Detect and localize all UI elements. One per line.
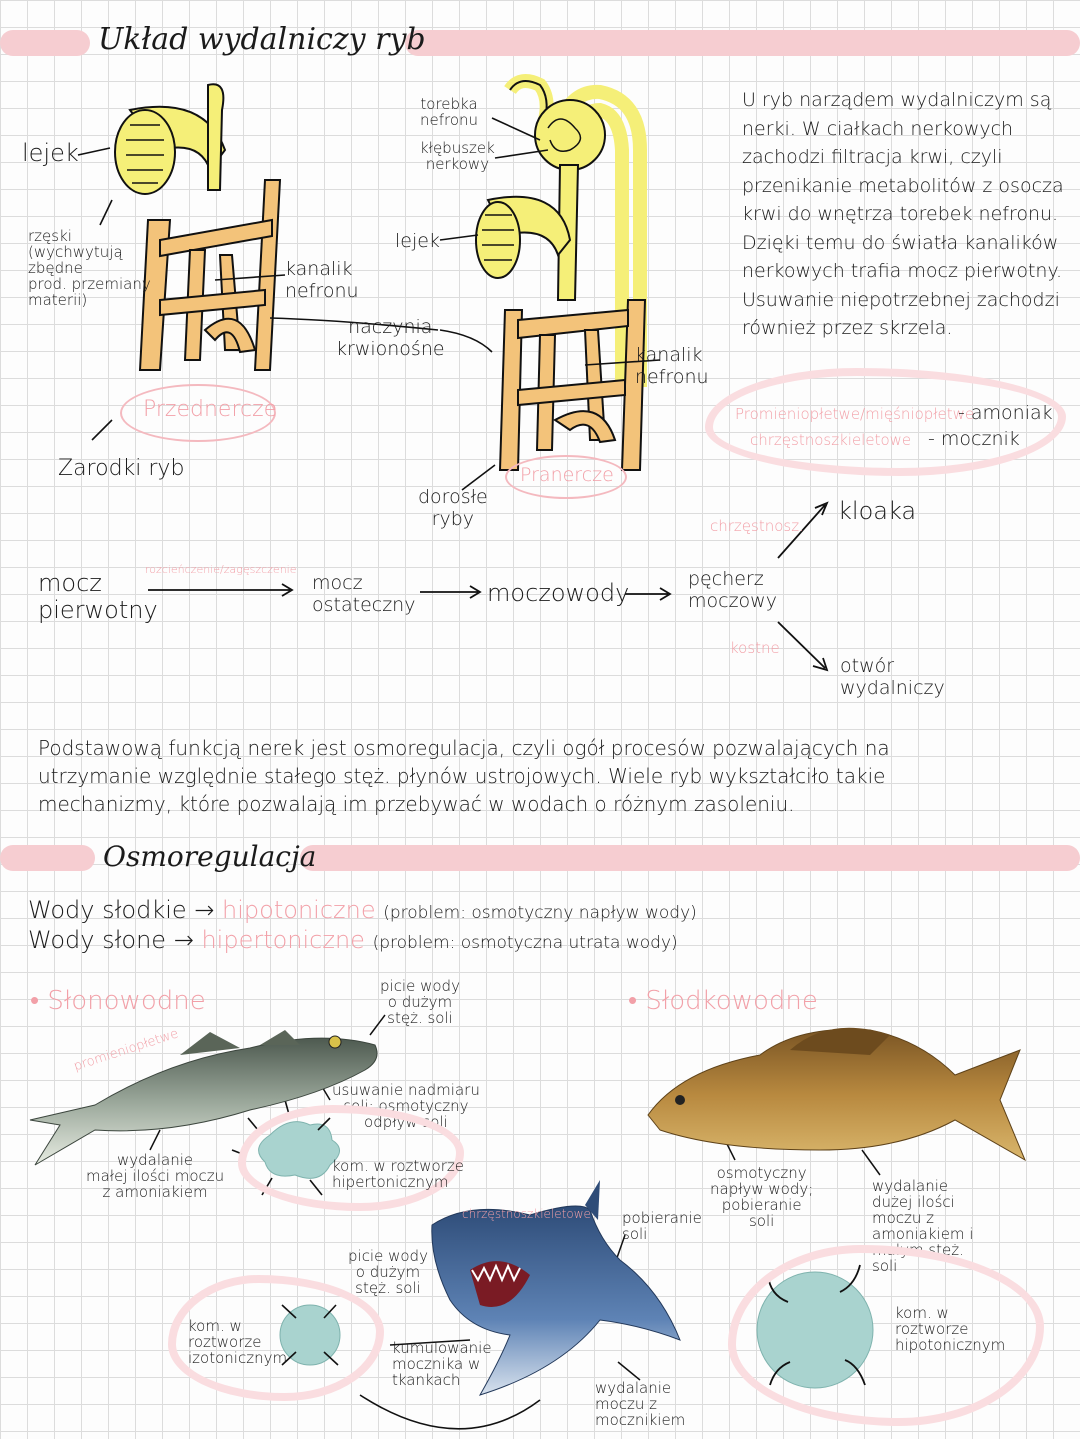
osmo-band-right: [300, 845, 1080, 871]
tube-left: [207, 83, 225, 191]
freshwater-kom: kom. w roztworze hipotonicznym: [895, 1304, 1006, 1354]
shark-chrzestno-tag: chrzęstnoszkieletowe: [462, 1207, 591, 1221]
flow-chrzestnosz: chrzęstnosz.: [710, 517, 804, 535]
salt-problem: (problem: osmotyczna utrata wody): [372, 933, 678, 953]
saltwater-picie: picie wody o dużym stęż. soli: [380, 977, 460, 1027]
salt-type: hipertoniczne: [201, 926, 365, 954]
saltwater-wydalanie: wydalanie małej ilości moczu z amoniakie…: [86, 1151, 225, 1201]
label-kanalik-right: kanalik nefronu: [635, 344, 709, 388]
label-lejek-right: lejek: [395, 230, 440, 252]
label-promieniopletwe: Promieniopłetwe/mięśniopłetwe: [735, 405, 975, 423]
saltwater-cell-cloud: [238, 1105, 464, 1211]
sweet-problem: (problem: osmotyczny napływ wody): [383, 903, 697, 923]
salt-arrow: →: [173, 926, 194, 954]
freshwater-heading: • Słodkowodne: [628, 986, 818, 1016]
vessels-left: [138, 179, 282, 371]
title-band-right: [405, 30, 1080, 56]
kidney-function-paragraph: Podstawową funkcją nerek jest osmoregula…: [38, 736, 890, 816]
freshwater-osmotyczny: osmotyczny napływ wody; pobieranie soli: [710, 1164, 814, 1230]
label-zarodki: Zarodki ryb: [58, 456, 185, 481]
shark-cell-cloud: [168, 1275, 384, 1401]
title-band-left: [0, 30, 90, 56]
sweet-type: hipotoniczne: [222, 896, 376, 924]
waters-sweet-row: Wody słodkie → hipotoniczne (problem: os…: [28, 896, 697, 924]
flow-moczowody: moczowody: [487, 579, 630, 607]
shark-pobieranie: pobieranie soli: [622, 1209, 702, 1243]
pranercze-diagram: [475, 74, 647, 387]
label-kanalik-left: kanalik nefronu: [285, 258, 359, 302]
flow-otwor: otwór wydalniczy: [840, 655, 945, 699]
vessels-right: [498, 299, 647, 471]
label-pranercze: Pranercze: [520, 464, 614, 486]
shark-picie: picie wody o dużym stęż. soli: [348, 1247, 428, 1297]
label-klebuszek: kłębuszek nerkowy: [420, 139, 495, 173]
flow-mocz-ostateczny: mocz ostateczny: [312, 572, 416, 616]
salt-label: Wody słone: [28, 926, 167, 954]
przednercze-oval: [120, 384, 276, 442]
flow-kloaka: kloaka: [838, 497, 917, 525]
label-torebka: torebka nefronu: [420, 95, 479, 129]
fish-types-cloud: [705, 368, 1066, 476]
label-amoniak: - amoniak: [958, 402, 1053, 424]
shark-kom: kom. w roztworze izotonicznym: [188, 1317, 288, 1367]
label-lejek-left: lejek: [22, 139, 79, 167]
intro-paragraph: U ryb narządem wydalniczym są nerki. W c…: [742, 89, 1064, 339]
osmo-band-left: [0, 845, 95, 871]
label-dorosle: dorosłe ryby: [418, 486, 488, 530]
sweet-arrow: →: [194, 896, 215, 924]
waters-salt-row: Wody słone → hipertoniczne (problem: osm…: [28, 926, 678, 954]
flow-kostne: kostne: [730, 639, 780, 657]
section-title-osmoregulacja: Osmoregulacja: [103, 840, 317, 873]
flow-pecherz: pęcherz moczowy: [688, 568, 777, 612]
shark-wydalanie: wydalanie moczu z mocznikiem: [595, 1379, 686, 1429]
freshwater-cell-cloud: [728, 1245, 1044, 1426]
sweet-label: Wody słodkie: [28, 896, 187, 924]
shark-kumulowanie: kumulowanie mocznika w tkankach: [392, 1339, 492, 1389]
flow-rozcienczenie: rozcieńczenie/zagęszczenie: [145, 563, 297, 576]
flow-arrows: [148, 501, 829, 672]
label-rzeski: rzęski (wychwytują zbędne prod. przemian…: [28, 227, 151, 309]
section-title-excretory: Układ wydalniczy ryb: [98, 22, 426, 57]
pranercze-oval: [505, 455, 627, 499]
saltwater-heading: • Słonowodne: [30, 986, 206, 1016]
label-chrzestnoszkieletowe-type: chrzęstnoszkieletowe: [750, 431, 912, 449]
diagram-pointers: [77, 117, 661, 491]
saltwater-kom: kom. w roztworze hipertonicznym: [332, 1157, 464, 1191]
funnel-left: [114, 105, 227, 195]
label-przednercze: Przednercze: [143, 397, 278, 422]
flow-mocz-pierwotny: mocz pierwotny: [38, 569, 158, 624]
label-naczynia: naczynia krwionośne: [336, 316, 445, 360]
label-mocznik: - mocznik: [928, 428, 1020, 450]
